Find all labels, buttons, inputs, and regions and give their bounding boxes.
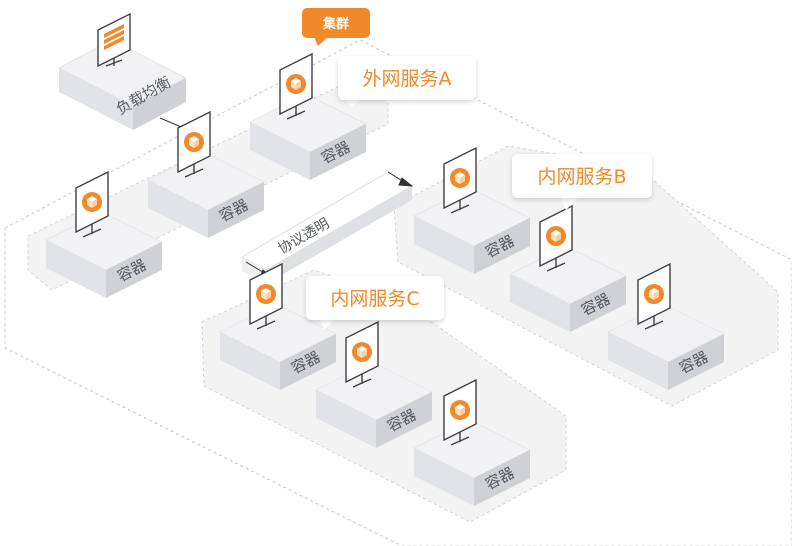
cube-icon bbox=[82, 192, 102, 212]
monitor-icon bbox=[637, 262, 671, 330]
monitor-icon bbox=[539, 204, 573, 272]
server-icon bbox=[97, 12, 131, 68]
cube-icon bbox=[450, 168, 470, 188]
service-b-label-card: 内网服务B bbox=[512, 154, 652, 210]
container-box: 容器 bbox=[606, 262, 726, 390]
cube-icon bbox=[352, 342, 372, 362]
monitor-icon bbox=[75, 170, 109, 238]
service-a-label-card: 外网服务A bbox=[338, 56, 476, 108]
container-box: 容器 bbox=[508, 204, 628, 332]
monitor-icon bbox=[345, 320, 379, 388]
service-c-label: 内网服务C bbox=[330, 288, 419, 310]
cube-icon bbox=[644, 284, 664, 304]
container-box: 容器 bbox=[314, 320, 434, 448]
container-box: 容器 bbox=[146, 110, 266, 238]
container-box: 容器 bbox=[218, 262, 338, 390]
cube-icon bbox=[450, 400, 470, 420]
service-a-label: 外网服务A bbox=[363, 68, 452, 90]
cluster-badge-label: 集群 bbox=[322, 16, 349, 32]
monitor-icon bbox=[443, 146, 477, 214]
protocol-transparent-box: 协议透明 bbox=[240, 171, 413, 284]
cluster-badge: 集群 bbox=[302, 8, 370, 46]
monitor-icon bbox=[443, 378, 477, 446]
monitor-icon bbox=[177, 110, 211, 178]
service-c-label-card: 内网服务C bbox=[306, 276, 444, 330]
service-b-label: 内网服务B bbox=[537, 166, 626, 188]
cube-icon bbox=[256, 284, 276, 304]
monitor-icon bbox=[249, 262, 283, 330]
monitor-icon bbox=[279, 52, 313, 120]
container-box: 容器 bbox=[248, 52, 368, 180]
cube-icon bbox=[184, 132, 204, 152]
container-box: 容器 bbox=[412, 146, 532, 274]
cube-icon bbox=[286, 74, 306, 94]
container-box: 容器 bbox=[412, 378, 532, 506]
load-balancer-box: 负载均衡 bbox=[57, 12, 188, 130]
cube-icon bbox=[546, 226, 566, 246]
cluster-outline bbox=[4, 39, 792, 546]
container-box: 容器 bbox=[44, 170, 164, 298]
